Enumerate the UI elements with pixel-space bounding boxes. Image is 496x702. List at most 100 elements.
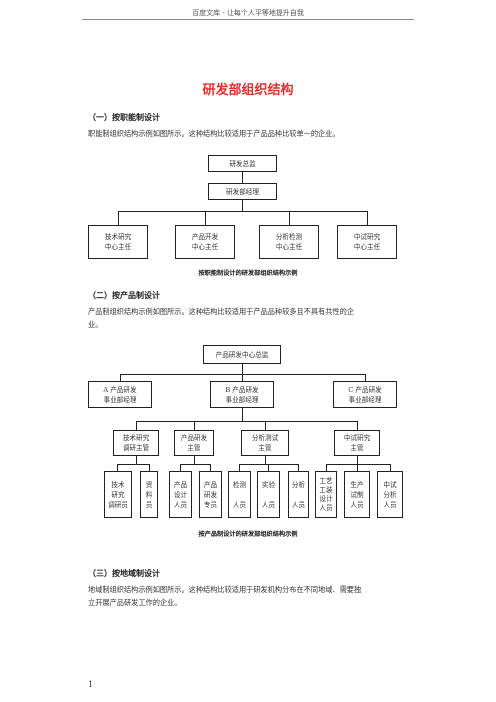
node-line: C 产品研发 <box>348 385 382 394</box>
node-line: 检测 <box>232 480 247 489</box>
node-line: 事业部经理 <box>348 395 382 404</box>
connector <box>242 364 243 374</box>
node-line: 人员 <box>383 500 397 509</box>
node-line: 研究 <box>111 490 125 499</box>
node-line: 中心主任 <box>275 243 303 251</box>
connector <box>367 211 368 225</box>
node-staff-pilot-analysis: 中试分析人员 <box>377 471 403 518</box>
node-line: 主管 <box>350 444 364 452</box>
connector <box>136 421 137 430</box>
connector <box>180 464 181 471</box>
node-line: 中心主任 <box>353 243 381 251</box>
connector <box>117 464 150 465</box>
node-line: 产品 <box>203 480 218 489</box>
node-division-a: A 产品研发事业部经理 <box>88 381 152 408</box>
section3-heading: （三）按地域制设计 <box>88 569 160 578</box>
node-tech-research-director: 技术研究中心主任 <box>88 225 148 259</box>
connector <box>239 464 240 471</box>
connector <box>136 456 137 464</box>
node-line: 人员 <box>173 500 188 509</box>
node-rd-manager: 研发部经理 <box>208 183 277 200</box>
connector <box>242 374 243 381</box>
node-line: 主管 <box>187 444 201 452</box>
connector <box>205 211 206 225</box>
connector <box>210 464 211 471</box>
node-division-b: B 产品研发事业部经理 <box>210 381 274 408</box>
node-center-director: 产品研发中心总监 <box>203 345 281 364</box>
connector <box>239 464 299 465</box>
node-line: B 产品研发 <box>225 385 259 394</box>
connector <box>357 456 358 464</box>
node-rd-director: 研发总监 <box>208 155 277 172</box>
node-line: 试制 <box>350 490 364 499</box>
connector <box>265 456 266 464</box>
node-product-dev-director: 产品开发中心主任 <box>175 225 235 259</box>
connector <box>194 456 195 464</box>
node-line: 生产 <box>350 480 364 489</box>
node-line: 员 <box>145 500 153 509</box>
node-line: 调研员 <box>108 500 128 509</box>
node-line <box>292 490 305 500</box>
node-line: 中心主任 <box>191 243 219 251</box>
node-staff-process-design: 工艺工装设计人员 <box>315 471 337 518</box>
node-line: 工装 <box>319 485 333 494</box>
node-line: 分析检测 <box>275 233 303 241</box>
connector <box>357 421 358 430</box>
connector <box>120 374 121 381</box>
node-line: 事业部经理 <box>225 395 259 404</box>
node-staff-product-design: 产品设计人员 <box>169 471 192 518</box>
chart1-caption: 按职能制设计的研发部组织结构示例 <box>198 270 298 277</box>
node-line: 技术研究 <box>104 233 132 241</box>
connector <box>118 211 367 212</box>
section1-paragraph: 职能制组织结构示例如图所示。这种结构比较适用于产品品种比较单一的企业。 <box>88 129 340 138</box>
node-line: 产品研发 <box>180 434 208 442</box>
connector <box>326 464 327 471</box>
node-line: 产品开发 <box>191 233 219 241</box>
connector <box>265 421 266 430</box>
connector <box>289 211 290 225</box>
node-line: 人员 <box>291 500 306 509</box>
node-staff-product-dev: 产品研发专员 <box>199 471 222 518</box>
node-line: 分析 <box>291 480 306 489</box>
node-staff-tech-research: 技术研究调研员 <box>104 471 132 518</box>
section3-paragraph-line1: 地域制组织结构示例如图所示。这种结构比较适用于研发机构分布在不同地域、需要独 <box>88 585 362 594</box>
connector <box>326 464 391 465</box>
node-staff-trial-production: 生产试制人员 <box>344 471 370 518</box>
node-line: 分析测试 <box>251 434 279 442</box>
section3-paragraph-line2: 立开展产品研发工作的企业。 <box>88 598 182 607</box>
page-number: 1 <box>88 680 94 689</box>
node-line: 中试 <box>383 480 397 489</box>
node-line: 设计 <box>319 494 333 503</box>
node-line: 人员 <box>232 500 247 509</box>
header-divider <box>82 19 414 20</box>
node-line: 中试研究 <box>343 434 371 442</box>
node-line: 专员 <box>203 500 218 509</box>
node-division-c: C 产品研发事业部经理 <box>333 381 397 408</box>
node-line: 中试研究 <box>353 233 381 241</box>
node-pilot-director: 中试研究中心主任 <box>337 225 397 259</box>
connector <box>149 464 150 471</box>
connector <box>118 211 119 225</box>
node-line: 人员 <box>319 503 333 512</box>
node-line: 技术研究 <box>122 434 150 442</box>
connector <box>117 464 118 471</box>
node-line: 研发 <box>203 490 218 499</box>
node-staff-testing: 检测人员 <box>228 471 251 518</box>
node-line: 事业部经理 <box>103 395 137 404</box>
node-line <box>233 490 246 500</box>
node-tech-research-manager: 技术研究调研主管 <box>113 430 159 456</box>
node-line: 技术 <box>111 480 125 489</box>
section2-paragraph-line1: 产品制组织结构示例如图所示。这种结构比较适用于产品品种较多且不具有共性的企 <box>88 307 354 316</box>
node-product-dev-manager: 产品研发主管 <box>174 430 214 456</box>
node-line: 主管 <box>258 444 272 452</box>
node-line: 分析 <box>383 490 397 499</box>
connector <box>298 464 299 471</box>
node-line: A 产品研发 <box>103 385 137 394</box>
connector <box>136 421 357 422</box>
node-staff-lab: 实验人员 <box>257 471 280 518</box>
connector <box>180 464 210 465</box>
connector <box>242 172 243 183</box>
connector <box>365 374 366 381</box>
node-staff-archivist: 资料员 <box>140 471 158 518</box>
node-line: 实验 <box>261 480 276 489</box>
